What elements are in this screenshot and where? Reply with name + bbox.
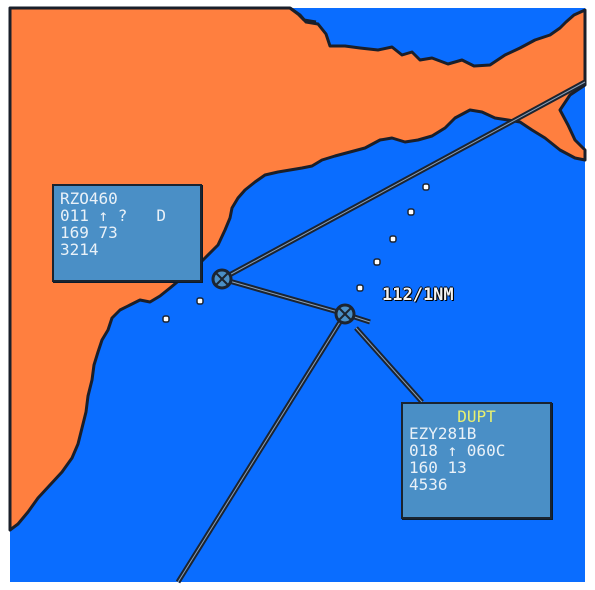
history-dot xyxy=(422,183,430,191)
history-dot xyxy=(356,284,364,292)
squawk-line: 3214 xyxy=(60,240,99,259)
range-bearing-readout: 112/1NM xyxy=(382,285,454,305)
level-line: 011 ↑ ? D xyxy=(60,206,166,225)
callsign: RZO460 xyxy=(60,189,118,208)
coastline-detail xyxy=(289,6,317,24)
history-dot xyxy=(389,235,397,243)
history-dots xyxy=(162,183,430,323)
callsign: EZY281B xyxy=(409,424,477,443)
aircraft-symbol-rzo xyxy=(211,268,233,290)
speed-line: 160 13 xyxy=(409,458,467,477)
history-dot xyxy=(162,315,170,323)
aircraft-symbol-ezy xyxy=(334,303,356,325)
track-line-ne-inner xyxy=(221,81,586,280)
history-dot xyxy=(373,258,381,266)
leader-line-ezy-inner xyxy=(355,327,423,403)
land-mass xyxy=(8,6,587,532)
squawk-line: 4536 xyxy=(409,475,448,494)
level-line: 018 ↑ 060C xyxy=(409,441,506,460)
aircraft-target-ezy[interactable] xyxy=(332,301,358,327)
aircraft-target-rzo[interactable] xyxy=(209,266,235,292)
history-dot xyxy=(407,208,415,216)
history-dot xyxy=(196,297,204,305)
track-line-link-inner xyxy=(221,278,346,315)
aircraft-label-ezy281b[interactable]: DUPT EZY281B 018 ↑ 060C 160 13 4536 xyxy=(401,402,552,519)
track-line-south-inner xyxy=(177,313,346,583)
sector-label: DUPT xyxy=(457,407,496,426)
speed-line: 169 73 xyxy=(60,223,118,242)
aircraft-label-rzo460[interactable]: RZO460 011 ↑ ? D 169 73 3214 xyxy=(52,184,202,282)
